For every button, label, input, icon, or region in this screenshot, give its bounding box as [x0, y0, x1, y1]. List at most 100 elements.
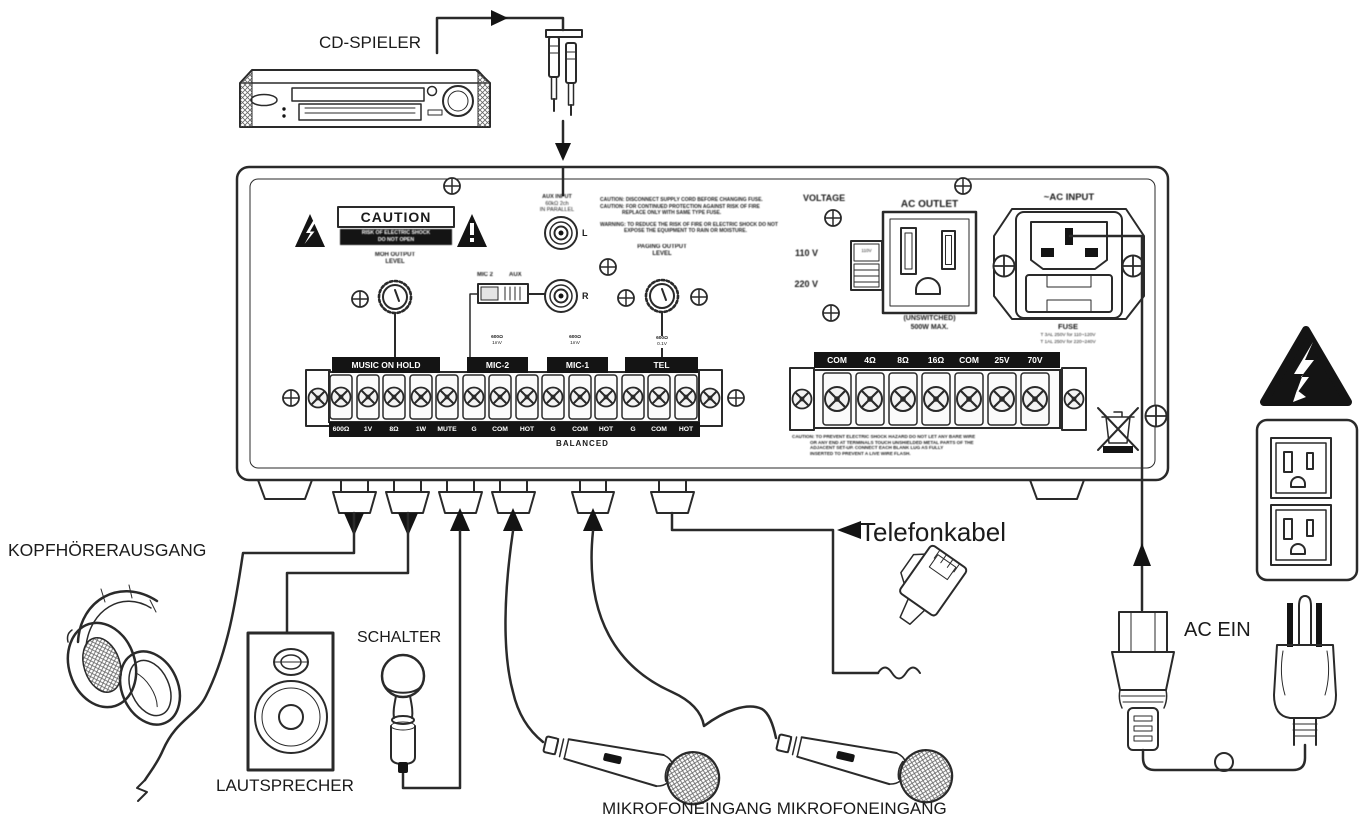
iec-plug-drawing [1111, 611, 1175, 751]
caution-line2: DO NOT OPEN [377, 237, 415, 243]
notice-line: REPLACE ONLY WITH SAME TYPE FUSE. [622, 210, 722, 217]
tel-spec: 600Ω 0.1V [647, 336, 677, 348]
speaker-terminal-labels: COM 4Ω 8Ω 16Ω COM 25V 70V [814, 352, 1060, 368]
voltage-window-value: 110V [861, 248, 872, 253]
cd-player-label: CD-SPIELER [318, 33, 422, 52]
caution-label-art [295, 206, 487, 247]
terminal-label: 25V [994, 355, 1010, 365]
mic2-spec-level: 1mV [492, 341, 502, 346]
voltage-selector-art [822, 209, 883, 322]
input-terminal-labels: 600Ω 1V 8Ω 1W MUTE G COM HOT G COM HOT G… [329, 422, 700, 437]
telephone-connector-drawing [899, 544, 968, 625]
switch-pos-aux: AUX [509, 272, 522, 278]
arrow-up-icon [450, 508, 470, 531]
paging-knob-line1: PAGING OUTPUT [637, 244, 687, 250]
arrow-down-icon [555, 143, 571, 161]
terminal-label: 70V [1027, 355, 1043, 365]
terminal-label: G [550, 426, 556, 433]
panel-notice: CAUTION: DISCONNECT SUPPLY CORD BEFORE C… [600, 197, 796, 235]
microphone-1-drawing [538, 717, 726, 811]
terminal-label: 1W [415, 426, 427, 433]
speaker-caution-line: ADJACENT SET-UP. CONNECT EACH BLANK LUG … [810, 445, 944, 451]
ac-outlet-wattage: 500W MAX. [910, 324, 949, 331]
ac-power-line [1068, 234, 1151, 612]
notice-line: CAUTION: DISCONNECT SUPPLY CORD BEFORE C… [600, 197, 763, 203]
headphones-label: KOPFHÖRERAUSGANG [8, 540, 207, 560]
cd-player-drawing [239, 68, 491, 128]
terminal-label: 600Ω [332, 426, 350, 433]
aux-left-letter: L [582, 228, 588, 238]
amplifier-rear-panel [235, 165, 1170, 500]
notice-line: CAUTION: FOR CONTINUED PROTECTION AGAINS… [600, 203, 760, 210]
cd-to-aux-cable [435, 10, 583, 197]
notice-line: EXPOSE THE EQUIPMENT TO RAIN OR MOISTURE… [624, 228, 747, 235]
group-tel: TEL [625, 357, 698, 373]
wall-outlet-drawing [1255, 418, 1359, 582]
terminal-label: HOT [519, 426, 535, 433]
mic-input-label-1: MIKROFONEINGANG [602, 799, 773, 818]
panel-foot-left [257, 479, 313, 500]
arrow-up-icon [583, 508, 603, 531]
ac-outlet-unswitched: (UNSWITCHED) [903, 315, 956, 322]
notice-line: WARNING: TO REDUCE THE RISK OF FIRE OR E… [600, 221, 778, 228]
terminal-label: COM [959, 355, 979, 365]
mic1-spec-impedance: 600Ω [569, 335, 581, 340]
terminal-label: HOT [598, 426, 614, 433]
moh-knob-label: MOH OUTPUT LEVEL [362, 252, 428, 266]
mic1-spec-level: 1mV [570, 341, 580, 346]
fuse-rating-1: T 3AL 250V for 110~120V [1040, 333, 1096, 338]
mic-input-label-2: MIKROFONEINGANG [776, 799, 947, 818]
terminal-label: G [471, 426, 477, 433]
mic2-spec: 600Ω 1mV [483, 335, 511, 347]
ac-input-title: ~AC INPUT [1043, 192, 1095, 203]
arrow-right-icon [491, 10, 508, 26]
rca-plug-right [565, 42, 577, 116]
arrow-up-icon [503, 508, 523, 531]
power-plug-drawing [1141, 595, 1337, 772]
terminal-label: 16Ω [927, 355, 945, 365]
switch-drawing [380, 653, 426, 773]
speaker-caution-line: INSERTED TO PREVENT A LIVE WIRE FLASH. [810, 450, 911, 456]
voltage-110-label: 110 V [794, 248, 818, 258]
paging-knob-label: PAGING OUTPUT LEVEL [629, 244, 695, 258]
arrow-up-icon [1133, 543, 1151, 566]
caution-line1: RISK OF ELECTRIC SHOCK [361, 230, 431, 236]
tel-spec-level: 0.1V [657, 342, 667, 347]
voltage-title: VOLTAGE [803, 193, 846, 203]
terminal-label: 8Ω [389, 426, 399, 433]
paging-knob-line2: LEVEL [652, 251, 672, 257]
input-terminal-strip [282, 369, 745, 427]
paging-level-knob [617, 278, 708, 358]
terminal-label: COM [827, 355, 847, 365]
ac-outlet-art [881, 210, 978, 315]
terminal-label: COM [651, 426, 667, 433]
moh-knob-line1: MOH OUTPUT [374, 252, 416, 258]
fuse-rating-2: T 1AL 250V for 220~240V [1040, 340, 1096, 345]
aux-input-line2: 60kΩ 2ch [545, 200, 569, 207]
aux-input-jacks [544, 216, 617, 313]
terminal-label: COM [572, 426, 588, 433]
caution-title: CAUTION [360, 209, 432, 225]
speaker-terminal-strip [789, 367, 1087, 431]
aux-right-letter: R [582, 291, 589, 301]
ac-input-socket-art [992, 208, 1145, 320]
caution-bar: RISK OF ELECTRIC SHOCK DO NOT OPEN [340, 229, 452, 245]
mic2-aux-switch-art [469, 283, 546, 358]
balanced-label: BALANCED [556, 439, 609, 448]
terminal-label: 1V [363, 426, 373, 433]
group-music-on-hold: MUSIC ON HOLD [332, 357, 440, 373]
mic-input-labels: MIKROFONEINGANG MIKROFONEINGANG [602, 799, 947, 819]
tel-spec-impedance: 600Ω [656, 336, 668, 341]
terminal-label: COM [492, 426, 508, 433]
terminal-label: G [630, 426, 636, 433]
ac-outlet-title: AC OUTLET [900, 199, 959, 210]
group-mic2: MIC-2 [467, 357, 528, 373]
aux-input-line3: IN PARALLEL [539, 207, 575, 213]
aux-input-label: AUX INPUT 60kΩ 2ch IN PARALLEL [522, 194, 592, 214]
mic1-spec: 600Ω 1mV [561, 335, 589, 347]
mic2-spec-impedance: 600Ω [491, 335, 503, 340]
headphones-drawing [66, 584, 182, 726]
moh-knob-line2: LEVEL [385, 259, 405, 265]
